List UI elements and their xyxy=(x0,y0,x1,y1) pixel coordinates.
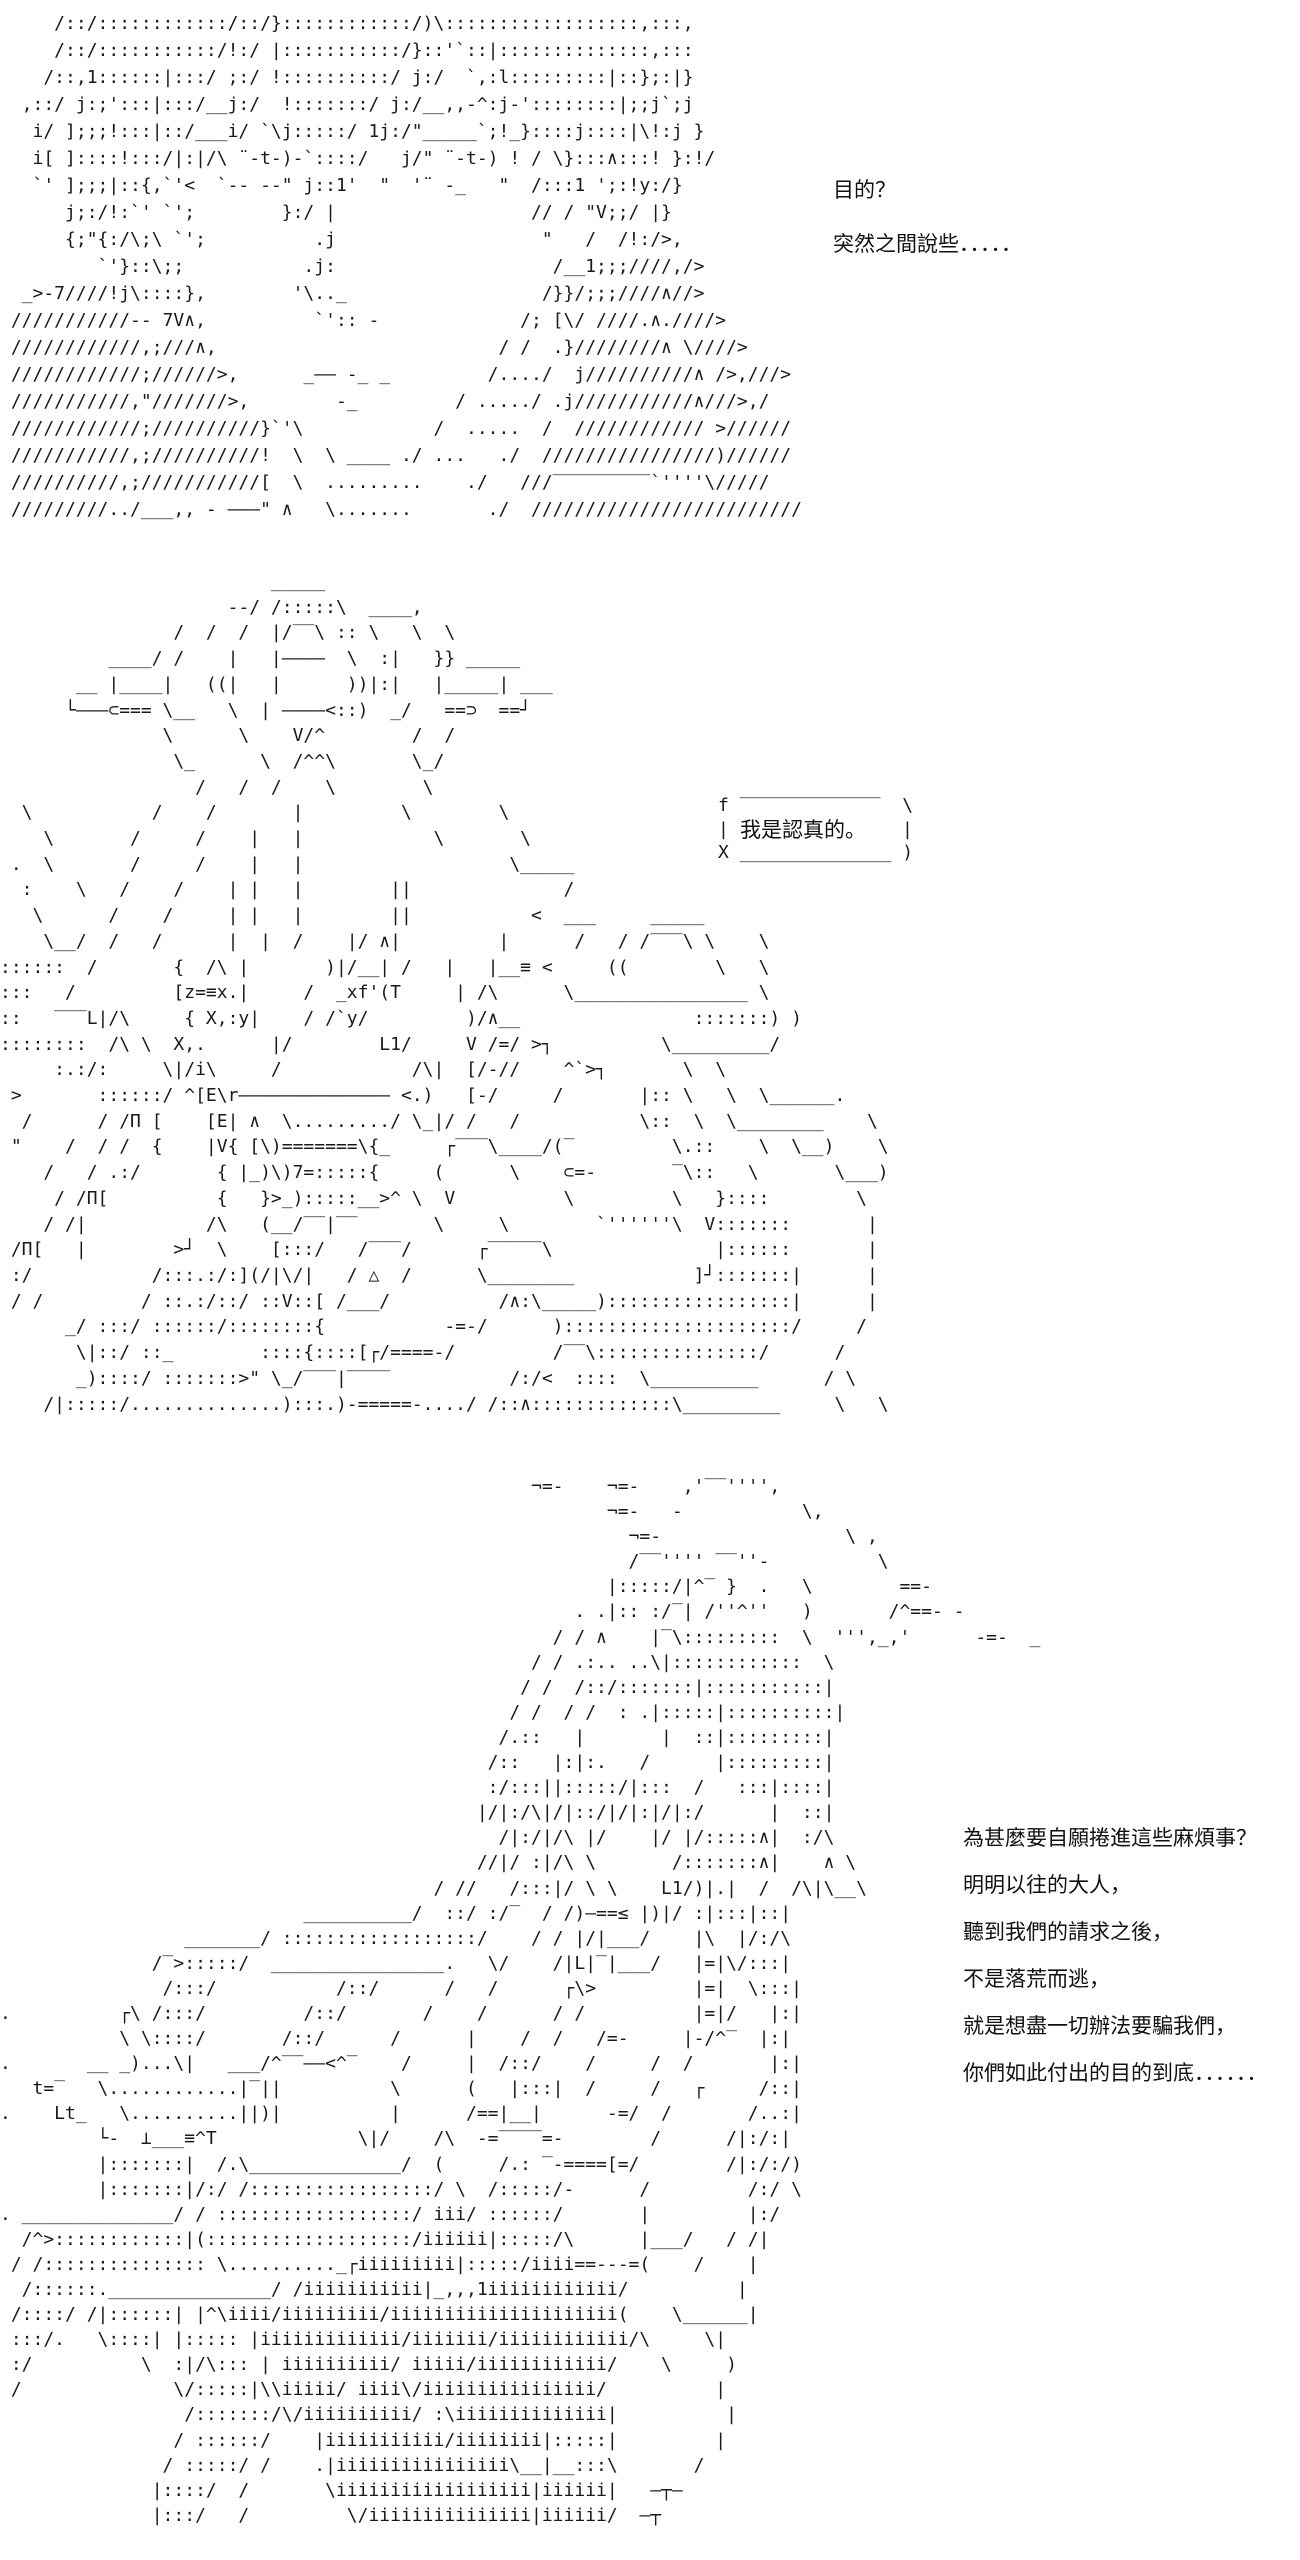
speech-bubble-bottom: X ______________ ) xyxy=(718,842,914,863)
dialogue-line: 明明以往的大人， xyxy=(963,1873,1131,1897)
dialogue-line: 目的？ xyxy=(833,178,896,202)
ascii-art-character-seated: _____ --/ /:::::\ ____, / / / |/‾‾\ :: \… xyxy=(0,571,889,1415)
speech-bubble-left-edge: | xyxy=(718,819,729,840)
dialogue-line: 就是想盡一切辦法要騙我們， xyxy=(963,2014,1236,2038)
dialogue-line: 突然之間說些．．．．． xyxy=(833,232,1022,256)
speech-bubble-top: f ‾‾‾‾‾‾‾‾‾‾‾‾‾ \ xyxy=(718,795,914,816)
dialogue-line: 聽到我們的請求之後， xyxy=(963,1920,1173,1944)
dialogue-line: 不是落荒而逃， xyxy=(963,1967,1110,1991)
dialogue-line: 你們如此付出的目的到底．．．．．． xyxy=(963,2061,1268,2085)
speech-bubble-text: 我是認真的。 xyxy=(740,818,866,842)
ascii-art-character-standing: ¬=- ¬=- ,'‾‾'''', ¬=- - \, ¬=- \ , xyxy=(0,1476,1041,2526)
speech-bubble-right-edge: | xyxy=(902,819,913,840)
ascii-art-character-closeup: /::/::::::::::::/::/}::::::::::::/)\::::… xyxy=(10,13,802,520)
dialogue-line: 為甚麼要自願捲進這些麻煩事？ xyxy=(963,1826,1257,1850)
